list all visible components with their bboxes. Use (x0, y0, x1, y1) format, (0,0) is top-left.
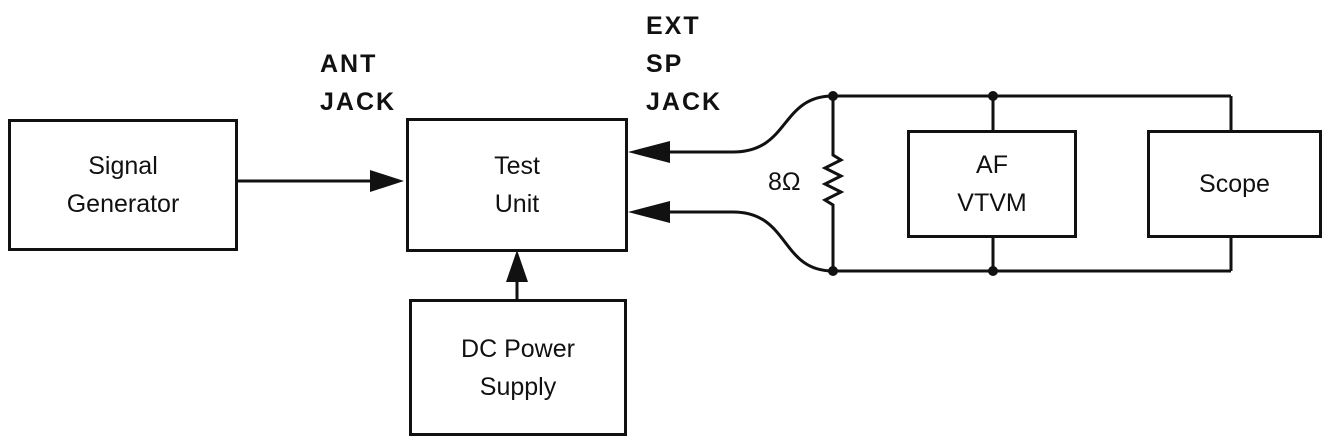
junction-dot (988, 266, 998, 276)
scope-box: Scope (1147, 130, 1322, 238)
dc-power-supply-line1: DC Power (461, 334, 575, 363)
signal-generator-box: Signal Generator (8, 119, 238, 251)
signal-arrowhead (370, 170, 404, 192)
speaker-arrowhead-lower (628, 201, 670, 223)
ext-sp-jack-line3: JACK (646, 88, 723, 116)
resistor-value-label: 8Ω (768, 168, 801, 196)
speaker-lead-upper (668, 94, 834, 154)
dc-power-supply-box: DC Power Supply (409, 299, 627, 436)
test-unit-label: Test Unit (494, 147, 540, 223)
af-vtvm-box: AF VTVM (907, 130, 1077, 238)
dc-power-supply-label: DC Power Supply (461, 330, 575, 406)
junction-dot (988, 91, 998, 101)
signal-generator-line1: Signal (88, 152, 158, 180)
scope-label: Scope (1199, 170, 1270, 198)
af-vtvm-line2: VTVM (957, 189, 1027, 217)
dc-power-supply-line2: Supply (479, 372, 557, 401)
ext-sp-jack-label: EXT SP JACK (646, 7, 722, 121)
test-unit-box: Test Unit (406, 118, 628, 252)
speaker-arrowhead-upper (628, 141, 670, 163)
ext-sp-jack-line2: SP (646, 50, 684, 78)
signal-generator-label: Signal Generator (67, 147, 180, 223)
junction-dot (828, 266, 838, 276)
resistor-symbol (821, 96, 845, 271)
ant-jack-label: ANT JACK (320, 45, 396, 121)
ant-jack-line1: ANT (320, 50, 378, 78)
power-arrowhead (506, 250, 528, 282)
test-unit-line2: Unit (494, 190, 540, 218)
ext-sp-jack-line1: EXT (646, 12, 701, 40)
test-unit-line1: Test (494, 152, 540, 180)
af-vtvm-line1: AF (976, 151, 1008, 179)
af-vtvm-label: AF VTVM (957, 146, 1026, 222)
junction-dot (828, 91, 838, 101)
speaker-lead-lower (668, 210, 834, 273)
ant-jack-line2: JACK (320, 88, 397, 116)
signal-generator-line2: Generator (66, 190, 180, 218)
